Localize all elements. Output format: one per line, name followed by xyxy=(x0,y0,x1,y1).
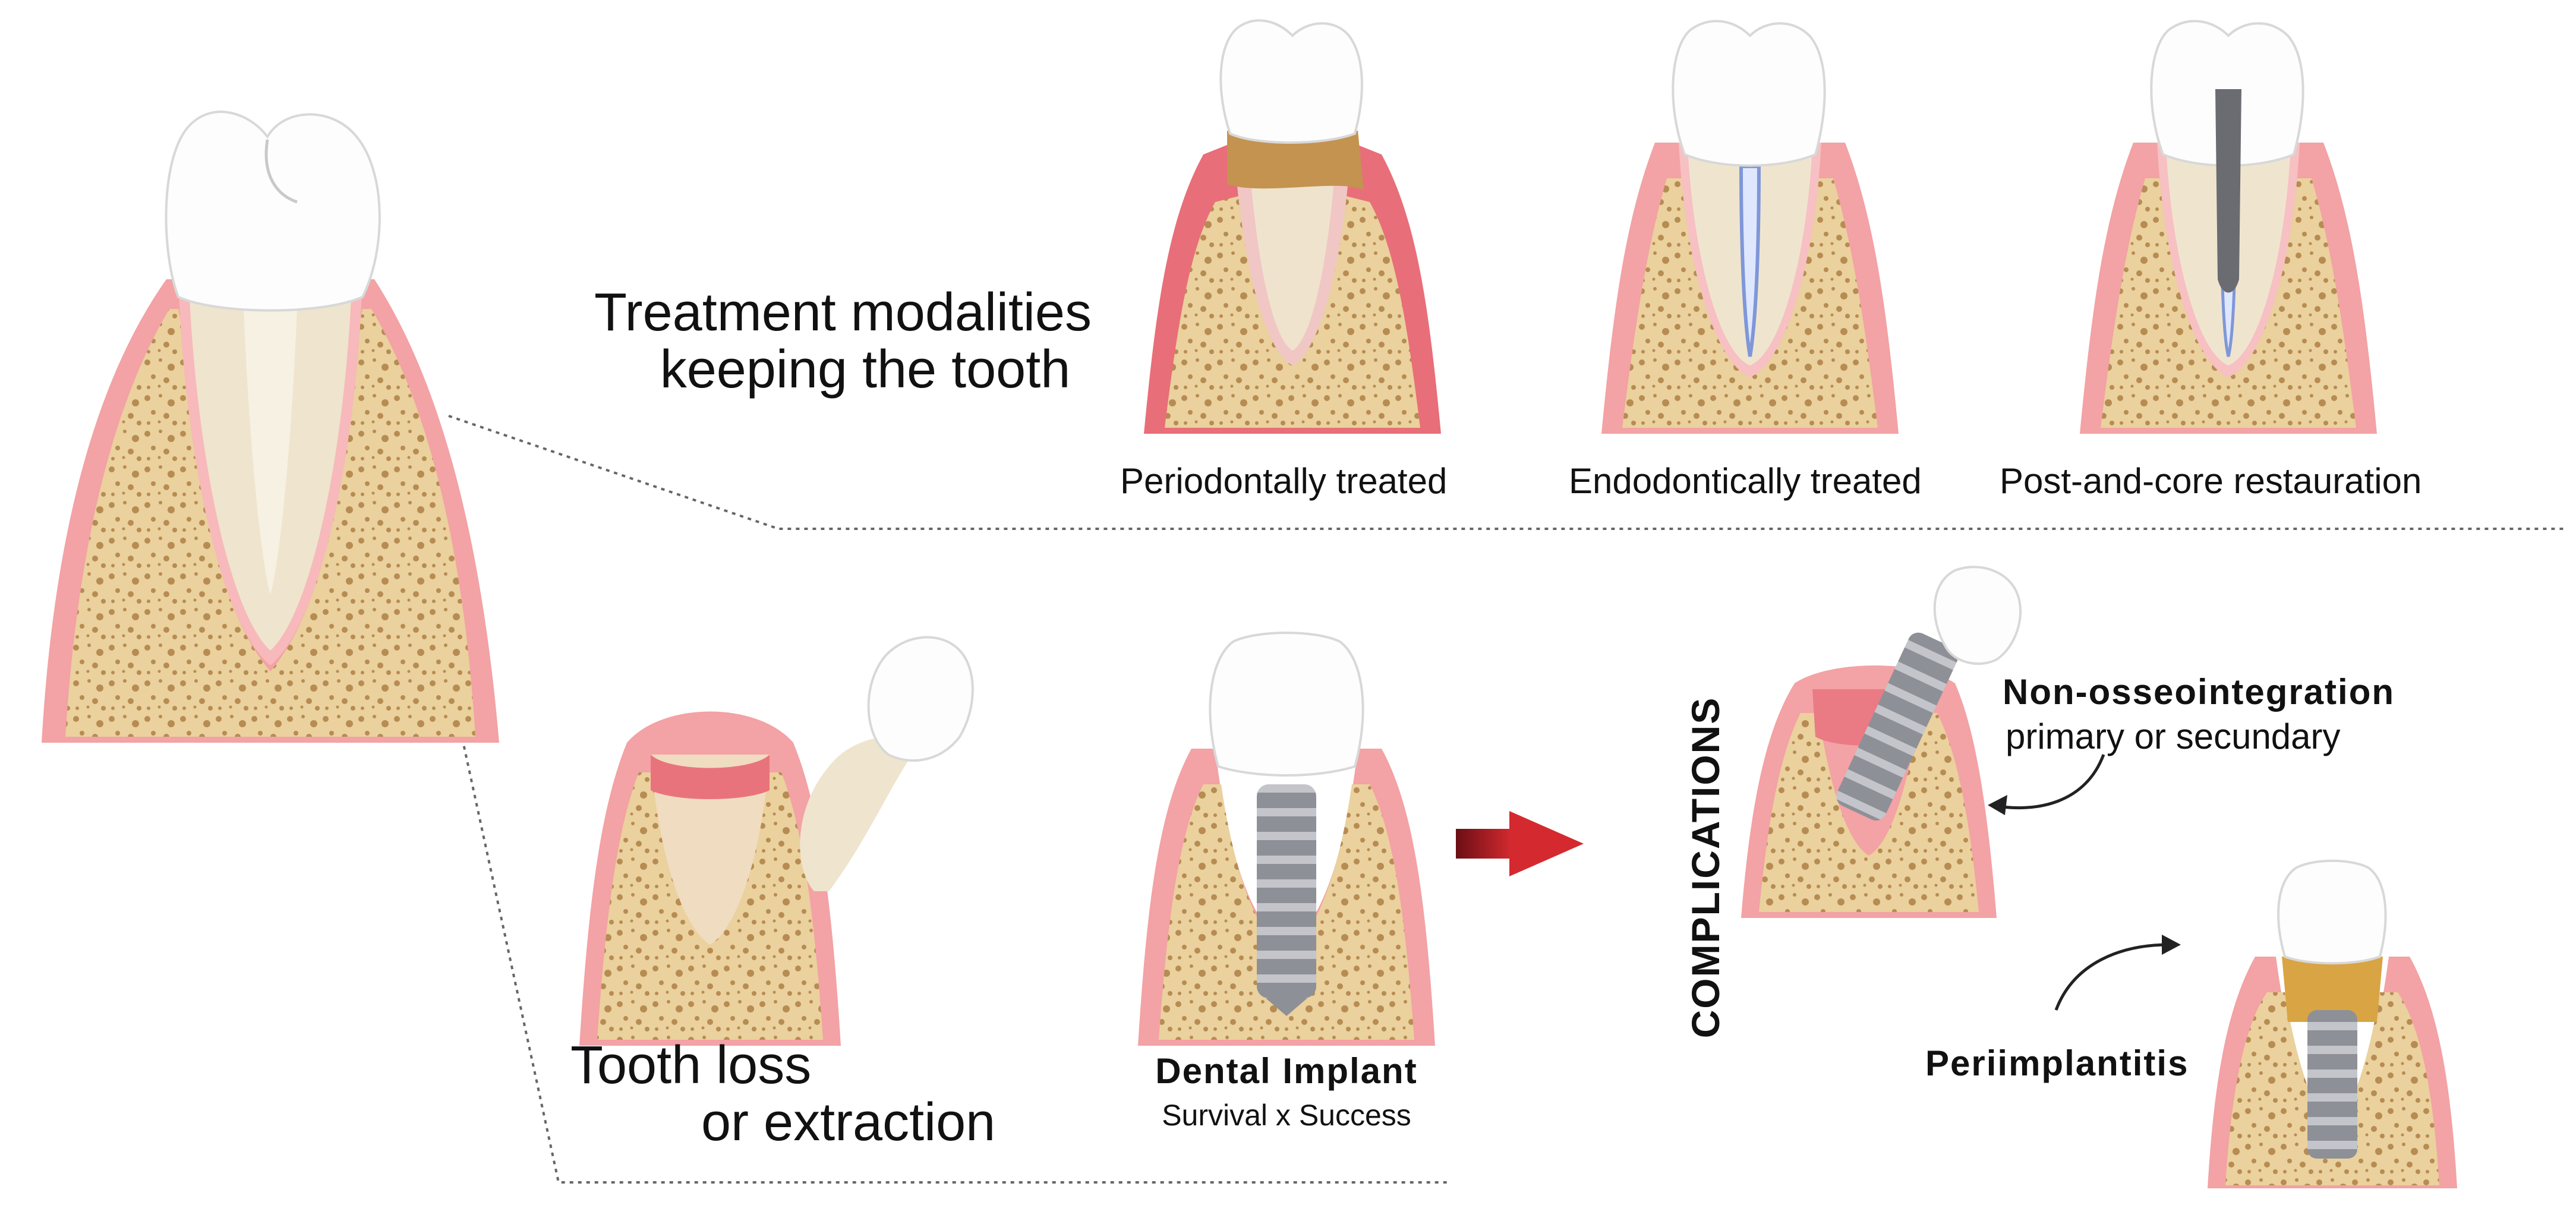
non-osseo-subtitle: primary or secundary xyxy=(2006,717,2341,756)
caption-endodontic: Endodontically treated xyxy=(1569,461,1922,501)
non-osseointegration-illustration xyxy=(1741,566,2022,918)
progression-arrow xyxy=(1456,811,1584,876)
connector-lower xyxy=(450,689,1450,1184)
connector-upper xyxy=(448,415,2567,530)
heading-tooth-loss: Tooth loss or extraction xyxy=(570,1037,995,1151)
implant-title: Dental Implant xyxy=(1155,1051,1418,1091)
caption-post-core: Post-and-core restauration xyxy=(2000,461,2422,501)
post-core-tooth-illustration xyxy=(2080,20,2377,434)
endodontic-tooth-illustration xyxy=(1601,20,1899,434)
connector-lines xyxy=(448,415,2567,1184)
non-osseo-title: Non-osseointegration xyxy=(2003,672,2395,712)
heading-loss-line2: or extraction xyxy=(701,1093,996,1152)
heading-loss-line1: Tooth loss xyxy=(570,1036,812,1095)
periimplantitis-illustration xyxy=(2208,859,2457,1188)
dental-implant-illustration xyxy=(1138,632,1435,1046)
caption-periodontal: Periodontally treated xyxy=(1120,461,1448,501)
heading-keep-line2: keeping the tooth xyxy=(660,340,1071,399)
healthy-tooth-illustration xyxy=(42,111,499,743)
periodontal-tooth-illustration xyxy=(1144,19,1441,434)
curved-arrow-non-osseo xyxy=(1988,754,2105,815)
heading-keep-tooth: Treatment modalities keeping the tooth xyxy=(594,284,1092,398)
implant-subtitle: Survival x Success xyxy=(1162,1099,1411,1132)
complications-label: COMPLICATIONS xyxy=(1683,696,1727,1039)
periimplantitis-label: Periimplantitis xyxy=(1925,1043,2189,1083)
extraction-illustration xyxy=(579,636,974,1046)
curved-arrow-periimplantitis xyxy=(2054,935,2181,1011)
heading-keep-line1: Treatment modalities xyxy=(594,283,1092,342)
